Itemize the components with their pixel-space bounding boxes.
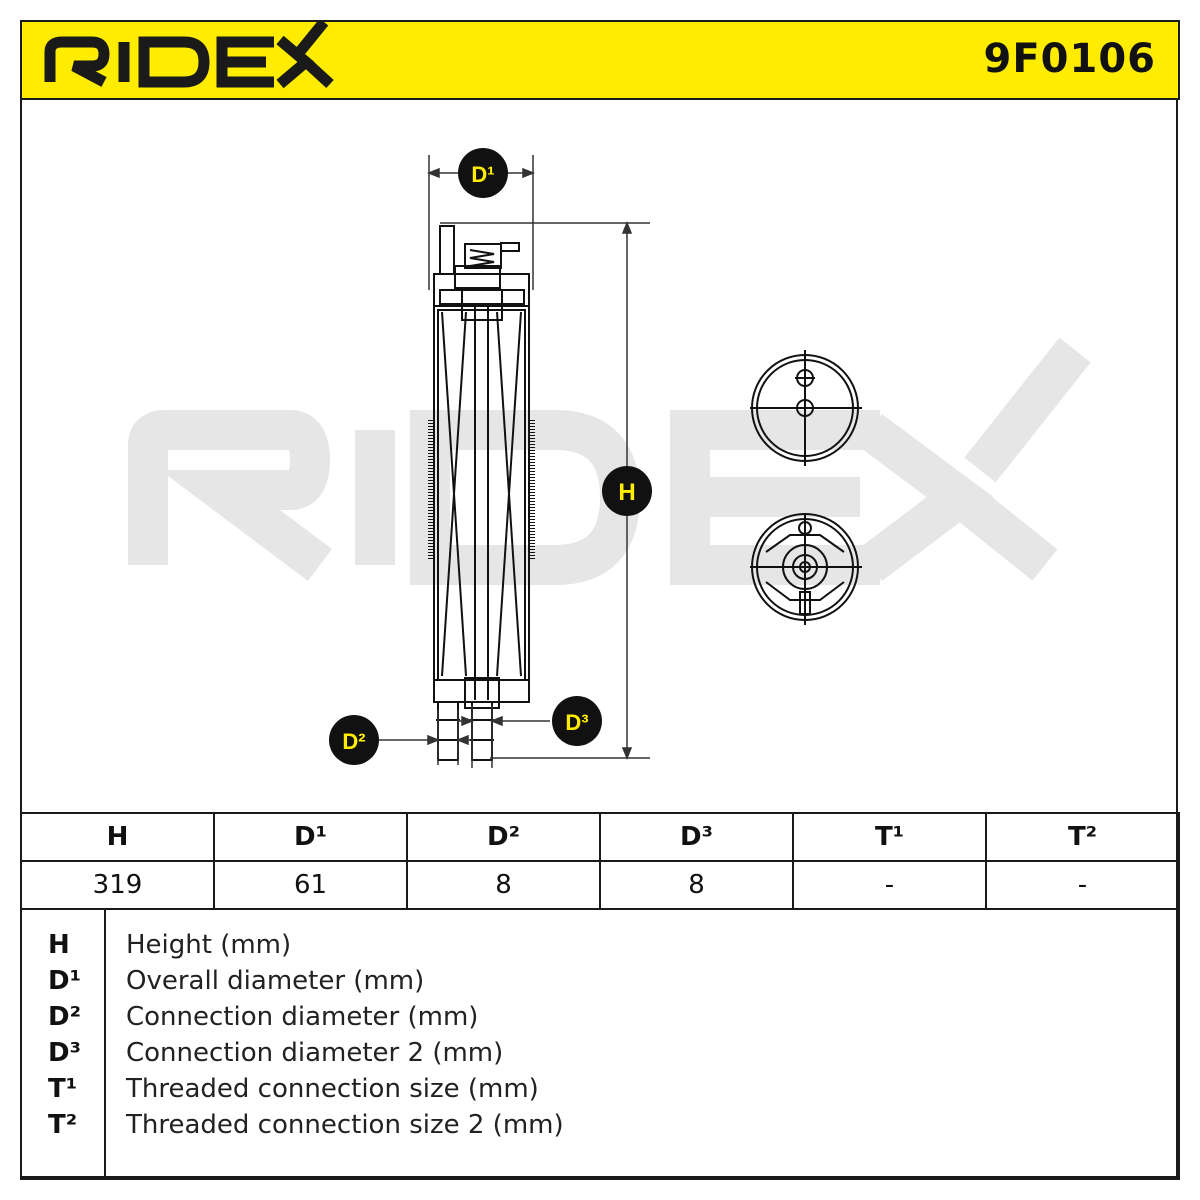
legend-key: H bbox=[48, 930, 70, 960]
value-t1: - bbox=[792, 860, 987, 910]
legend-key: D² bbox=[48, 1002, 81, 1032]
h-label: H bbox=[618, 479, 635, 506]
d2-dimension bbox=[376, 710, 470, 765]
col-header-h: H bbox=[20, 812, 215, 862]
col-header-t1: T¹ bbox=[792, 812, 987, 862]
d3-badge bbox=[552, 696, 602, 746]
legend-row-t2: T² Threaded connection size 2 (mm) bbox=[22, 1108, 1172, 1144]
header-bar: 9F0106 bbox=[20, 20, 1180, 100]
col-header-d2: D² bbox=[406, 812, 601, 862]
legend-divider bbox=[104, 910, 106, 1178]
value-d2: 8 bbox=[406, 860, 601, 910]
legend-key: D³ bbox=[48, 1038, 81, 1068]
d3-label: D³ bbox=[565, 710, 588, 735]
d2-badge bbox=[329, 715, 379, 765]
legend-desc: Threaded connection size (mm) bbox=[126, 1074, 539, 1104]
d1-dimension bbox=[426, 155, 536, 290]
col-header-d3: D³ bbox=[599, 812, 794, 862]
legend-row-d1: D¹ Overall diameter (mm) bbox=[22, 964, 1172, 1000]
col-header-t2: T² bbox=[985, 812, 1180, 862]
ridex-watermark bbox=[128, 337, 1091, 585]
part-number: 9F0106 bbox=[983, 36, 1156, 82]
spec-table-header-row: H D¹ D² D³ T¹ T² bbox=[20, 812, 1180, 862]
legend-desc: Height (mm) bbox=[126, 930, 292, 960]
bottom-view bbox=[750, 513, 862, 625]
legend-row-t1: T¹ Threaded connection size (mm) bbox=[22, 1072, 1172, 1108]
legend-row-d3: D³ Connection diameter 2 (mm) bbox=[22, 1036, 1172, 1072]
d2-label: D² bbox=[342, 729, 365, 754]
h-dimension bbox=[440, 220, 650, 761]
d3-dimension bbox=[458, 705, 550, 768]
filter-body bbox=[433, 225, 530, 761]
spec-table-value-row: 319 61 8 8 - - bbox=[20, 860, 1180, 910]
value-d3: 8 bbox=[599, 860, 794, 910]
legend-key: D¹ bbox=[48, 966, 81, 996]
legend-key: T¹ bbox=[48, 1074, 78, 1104]
value-t2: - bbox=[985, 860, 1180, 910]
filter-mesh bbox=[428, 420, 535, 560]
legend-row-d2: D² Connection diameter (mm) bbox=[22, 1000, 1172, 1036]
technical-drawing: D¹ H bbox=[128, 148, 1091, 768]
d1-badge bbox=[458, 148, 508, 198]
spec-table: H D¹ D² D³ T¹ T² 319 61 8 8 - - bbox=[20, 812, 1180, 910]
value-d1: 61 bbox=[213, 860, 408, 910]
legend-desc: Threaded connection size 2 (mm) bbox=[126, 1110, 564, 1140]
ridex-logo bbox=[44, 22, 334, 89]
legend-desc: Overall diameter (mm) bbox=[126, 966, 425, 996]
d1-label: D¹ bbox=[471, 162, 494, 187]
legend-desc: Connection diameter (mm) bbox=[126, 1002, 479, 1032]
col-header-d1: D¹ bbox=[213, 812, 408, 862]
value-h: 319 bbox=[20, 860, 215, 910]
h-badge bbox=[602, 466, 652, 516]
legend-row-h: H Height (mm) bbox=[22, 928, 1172, 964]
legend-key: T² bbox=[48, 1110, 78, 1140]
legend-desc: Connection diameter 2 (mm) bbox=[126, 1038, 504, 1068]
top-view bbox=[750, 350, 862, 466]
legend: H Height (mm) D¹ Overall diameter (mm) D… bbox=[20, 910, 1180, 1180]
